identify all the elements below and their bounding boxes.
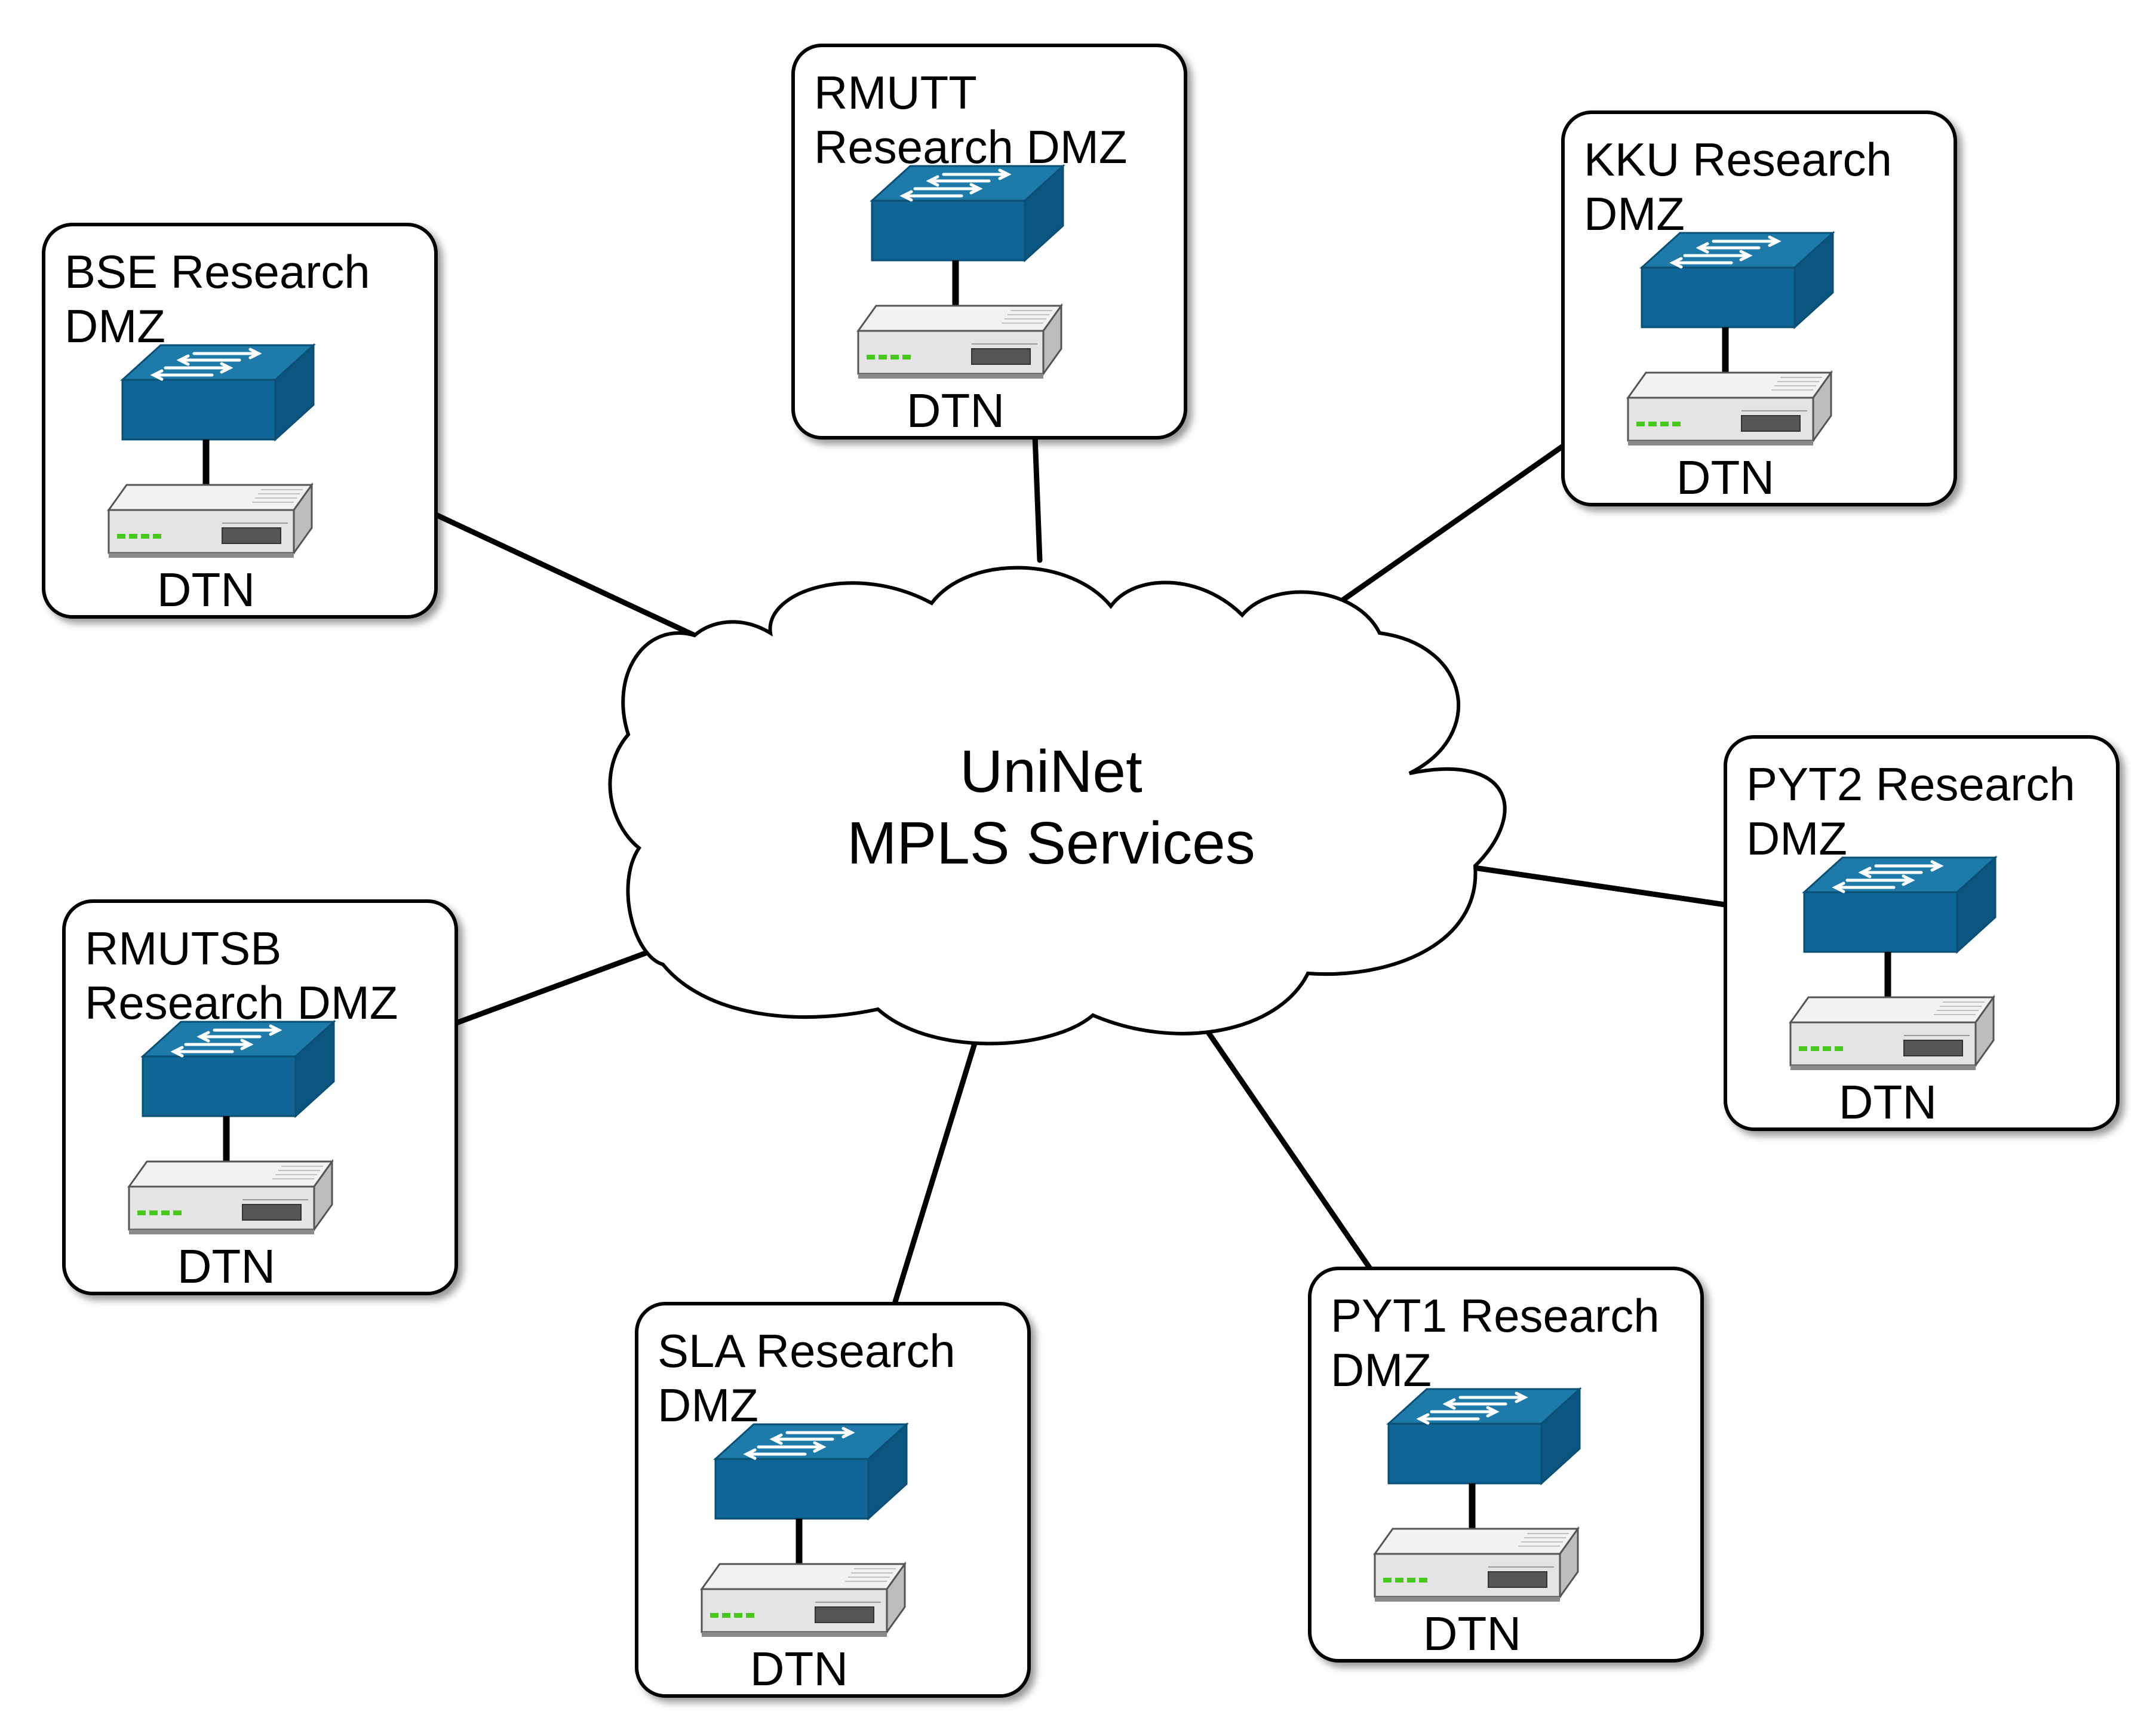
cloud-label-line2: MPLS Services — [847, 810, 1255, 877]
site-rmutsb: RMUTSB Research DMZ DTN — [62, 899, 458, 1295]
link-pyt2 — [1475, 865, 1728, 908]
site-rmutt-dtn-label: DTN — [907, 384, 1005, 437]
dtn-server-icon — [1374, 1528, 1579, 1603]
link-rmutt — [1032, 433, 1043, 563]
site-kku-dtn-label: DTN — [1676, 451, 1774, 504]
site-pyt2-title-line2: DMZ — [1746, 812, 1847, 865]
site-kku-title-line1: KKU Research — [1584, 133, 1892, 186]
site-sla-title-line1: SLA Research — [658, 1325, 956, 1377]
dtn-server-icon — [108, 484, 313, 559]
dtn-server-icon — [128, 1160, 333, 1236]
network-switch-icon — [1642, 233, 1833, 327]
network-switch-icon — [1389, 1389, 1580, 1483]
dtn-server-icon — [857, 305, 1062, 380]
site-rmutsb-title-line1: RMUTSB — [85, 922, 281, 975]
cloud-label-line1: UniNet — [960, 738, 1142, 805]
site-rmutt-title-line1: RMUTT — [814, 66, 977, 119]
link-pyt1 — [1206, 1030, 1373, 1271]
site-sla-title-line2: DMZ — [658, 1379, 758, 1431]
site-sla-dtn-label: DTN — [750, 1642, 848, 1695]
network-switch-icon — [872, 166, 1063, 260]
site-pyt2-dtn-label: DTN — [1839, 1076, 1937, 1129]
dtn-server-icon — [1789, 996, 1995, 1071]
site-bse-title-line1: BSE Research — [64, 245, 370, 298]
dtn-server-icon — [1627, 371, 1832, 447]
site-rmutt-title-line2: Research DMZ — [814, 121, 1127, 173]
site-pyt1-title-line2: DMZ — [1331, 1344, 1432, 1396]
site-bse-title-line2: DMZ — [64, 300, 165, 352]
network-switch-icon — [122, 345, 314, 440]
site-kku-title-line2: DMZ — [1584, 188, 1685, 240]
site-kku: KKU Research DMZ DTN — [1561, 110, 1957, 506]
site-rmutsb-dtn-label: DTN — [177, 1240, 275, 1293]
site-pyt2: PYT2 Research DMZ DTN — [1724, 735, 2120, 1131]
link-sla — [892, 1023, 983, 1307]
site-pyt2-title-line1: PYT2 Research — [1746, 758, 2075, 810]
site-bse: BSE Research DMZ DTN — [42, 223, 438, 619]
site-pyt1-dtn-label: DTN — [1423, 1607, 1521, 1660]
uninet-cloud: UniNet MPLS Services — [608, 566, 1507, 1046]
link-rmutsb — [453, 950, 649, 1026]
site-rmutt: RMUTT Research DMZ DTN — [791, 44, 1187, 440]
network-switch-icon — [1804, 858, 1995, 952]
site-pyt1: PYT1 Research DMZ DTN — [1308, 1267, 1704, 1663]
network-switch-icon — [715, 1424, 907, 1519]
links — [433, 433, 1728, 1307]
network-switch-icon — [143, 1022, 334, 1116]
site-rmutsb-title-line2: Research DMZ — [85, 976, 398, 1029]
cloud-shape — [608, 566, 1507, 1046]
site-bse-dtn-label: DTN — [157, 563, 255, 616]
link-bse — [433, 512, 698, 638]
site-pyt1-title-line1: PYT1 Research — [1331, 1289, 1660, 1342]
link-kku — [1334, 443, 1566, 607]
site-sla: SLA Research DMZ DTN — [635, 1302, 1031, 1698]
dtn-server-icon — [701, 1563, 906, 1638]
